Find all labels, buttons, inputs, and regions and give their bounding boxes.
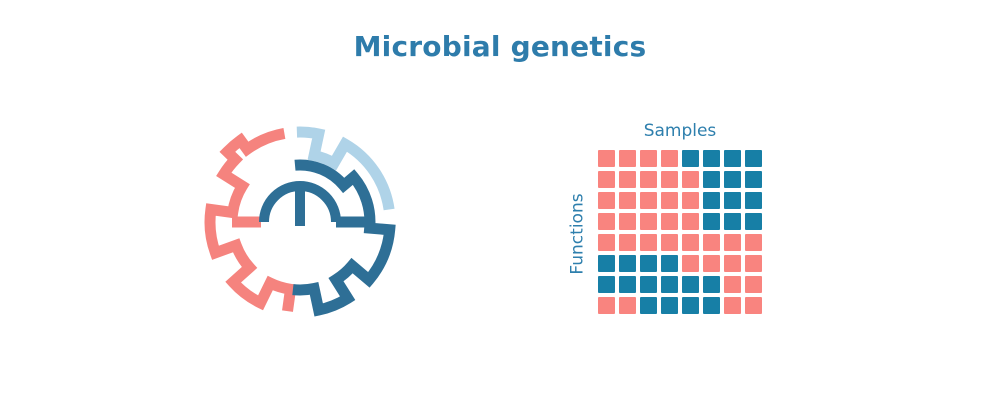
heatmap-cell <box>682 297 699 314</box>
heatmap-cell <box>703 150 720 167</box>
heatmap-cell <box>745 234 762 251</box>
heatmap-cell <box>598 171 615 188</box>
heatmap-cell <box>661 150 678 167</box>
heatmap-cell <box>640 192 657 209</box>
heatmap-cell <box>745 171 762 188</box>
heatmap-cell <box>619 213 636 230</box>
heatmap-cell <box>724 213 741 230</box>
heatmap-cell <box>703 255 720 272</box>
heatmap-cell <box>682 255 699 272</box>
heatmap-cell <box>619 234 636 251</box>
heatmap-cell <box>598 150 615 167</box>
heatmap-cell <box>640 171 657 188</box>
heatmap-cell <box>703 276 720 293</box>
heatmap-cell <box>745 276 762 293</box>
heatmap-cell <box>640 276 657 293</box>
heatmap-cell <box>640 297 657 314</box>
heatmap-cell <box>724 192 741 209</box>
heatmap-cell <box>619 297 636 314</box>
heatmap-cell <box>619 276 636 293</box>
heatmap-cell <box>640 213 657 230</box>
heatmap-y-axis-label: Functions <box>568 193 589 275</box>
heatmap-cell <box>619 192 636 209</box>
heatmap-y-axis-label-wrap: Functions <box>566 150 590 318</box>
heatmap-cell <box>745 255 762 272</box>
heatmap-cell <box>682 213 699 230</box>
heatmap-cell <box>703 234 720 251</box>
heatmap-cell <box>745 150 762 167</box>
heatmap-cell <box>640 150 657 167</box>
heatmap-cell <box>682 171 699 188</box>
heatmap-cell <box>745 213 762 230</box>
plasmid-gauge-icon <box>200 122 400 322</box>
figure-title: Microbial genetics <box>353 30 647 63</box>
heatmap-cell <box>682 276 699 293</box>
heatmap-cell <box>724 255 741 272</box>
heatmap-cell <box>703 213 720 230</box>
heatmap-cell <box>724 234 741 251</box>
heatmap-cell <box>619 150 636 167</box>
heatmap-x-axis-label: Samples <box>643 121 717 141</box>
heatmap-cell <box>745 192 762 209</box>
heatmap-cell <box>703 192 720 209</box>
heatmap-cell <box>598 192 615 209</box>
heatmap-cell <box>745 297 762 314</box>
heatmap-cell <box>661 234 678 251</box>
heatmap-cell <box>724 297 741 314</box>
heatmap-cell <box>661 192 678 209</box>
gauge-dome <box>259 181 341 223</box>
heatmap-cell <box>598 297 615 314</box>
plasmid-ring-pink-arc <box>204 127 297 312</box>
heatmap-cell <box>724 171 741 188</box>
heatmap-cell <box>682 150 699 167</box>
heatmap-cell <box>598 255 615 272</box>
heatmap-cell <box>661 171 678 188</box>
plasmid-ring-lightblue-arc <box>296 126 395 211</box>
heatmap-cell <box>598 276 615 293</box>
heatmap-cell <box>640 255 657 272</box>
heatmap-grid <box>598 150 762 314</box>
plasmid-gauge-svg <box>204 126 396 317</box>
heatmap-cell <box>640 234 657 251</box>
heatmap-cell <box>703 171 720 188</box>
heatmap-cell <box>619 255 636 272</box>
heatmap-cell <box>703 297 720 314</box>
plasmid-ring-darkblue-arc <box>292 159 396 317</box>
heatmap-cell <box>682 192 699 209</box>
heatmap-cell <box>661 213 678 230</box>
heatmap-cell <box>619 171 636 188</box>
heatmap-cell <box>724 150 741 167</box>
heatmap-cell <box>661 276 678 293</box>
heatmap-cell <box>661 297 678 314</box>
heatmap-cell <box>682 234 699 251</box>
heatmap-cell <box>724 276 741 293</box>
heatmap-cell <box>598 213 615 230</box>
heatmap-cell <box>661 255 678 272</box>
heatmap-cell <box>598 234 615 251</box>
